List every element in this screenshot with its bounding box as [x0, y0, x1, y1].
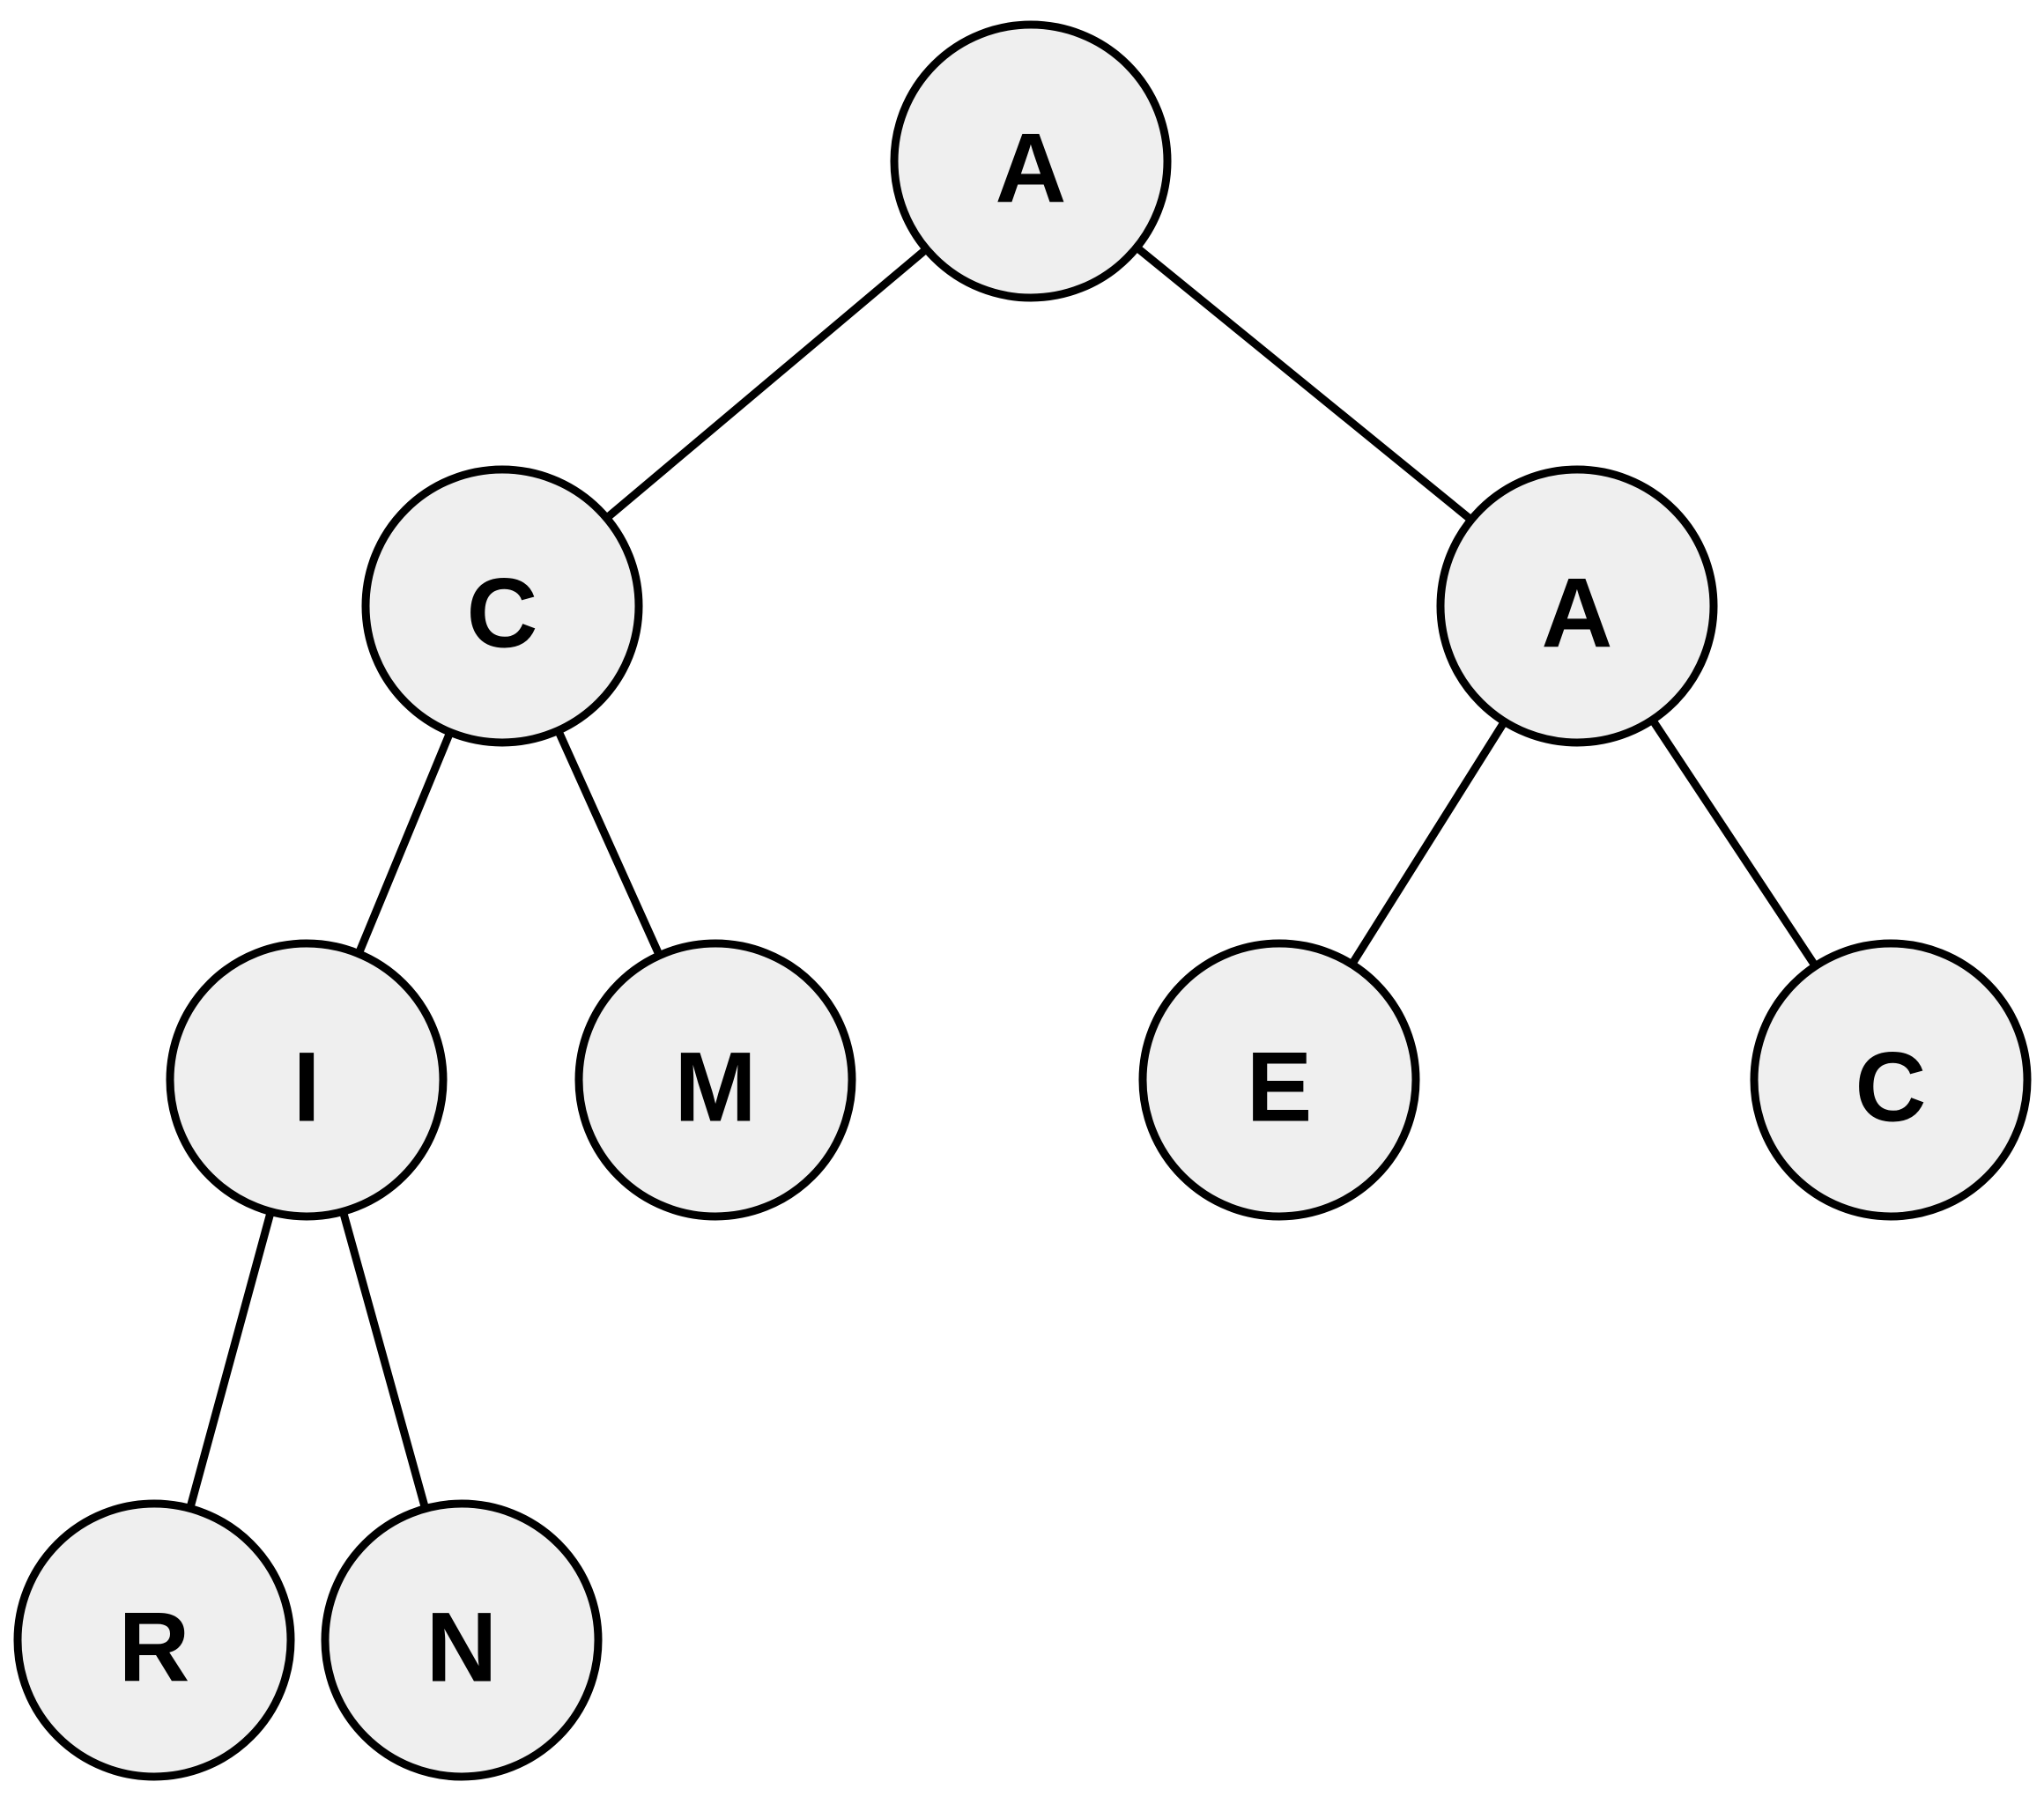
node-circle: [890, 20, 1172, 302]
tree-edge: [603, 245, 930, 522]
tree-edge: [1132, 243, 1476, 524]
tree-node: A: [890, 20, 1172, 302]
node-label: E: [1247, 1032, 1313, 1142]
node-label: I: [293, 1032, 320, 1142]
node-circle: [1138, 939, 1420, 1221]
tree-node: A: [1436, 465, 1718, 747]
tree-edge: [1648, 715, 1819, 971]
node-circle: [166, 939, 448, 1221]
tree-node: I: [166, 939, 448, 1221]
node-circle: [574, 939, 856, 1221]
node-circle: [361, 465, 643, 747]
node-label: N: [426, 1593, 498, 1703]
tree-edge: [554, 726, 663, 960]
tree-node: R: [13, 1499, 295, 1781]
tree-node: E: [1138, 939, 1420, 1221]
node-circle: [1436, 465, 1718, 747]
node-label: C: [467, 558, 538, 669]
node-label: A: [1542, 558, 1613, 669]
node-label: A: [996, 114, 1067, 224]
tree-edge: [186, 1208, 275, 1512]
node-circle: [321, 1499, 603, 1781]
node-circle: [13, 1499, 295, 1781]
tree-edge: [1347, 717, 1509, 969]
node-label: R: [119, 1593, 190, 1703]
nodes-layer: A C A I M E C R N: [13, 20, 2032, 1781]
tree-edge: [338, 1207, 430, 1513]
tree-node: N: [321, 1499, 603, 1781]
tree-node: C: [1750, 939, 2032, 1221]
node-circle: [1750, 939, 2032, 1221]
node-label: M: [674, 1032, 756, 1142]
edges-layer: [186, 243, 1819, 1513]
tree-node: C: [361, 465, 643, 747]
tree-edge: [354, 728, 455, 958]
node-label: C: [1855, 1032, 1927, 1142]
tree-node: M: [574, 939, 856, 1221]
